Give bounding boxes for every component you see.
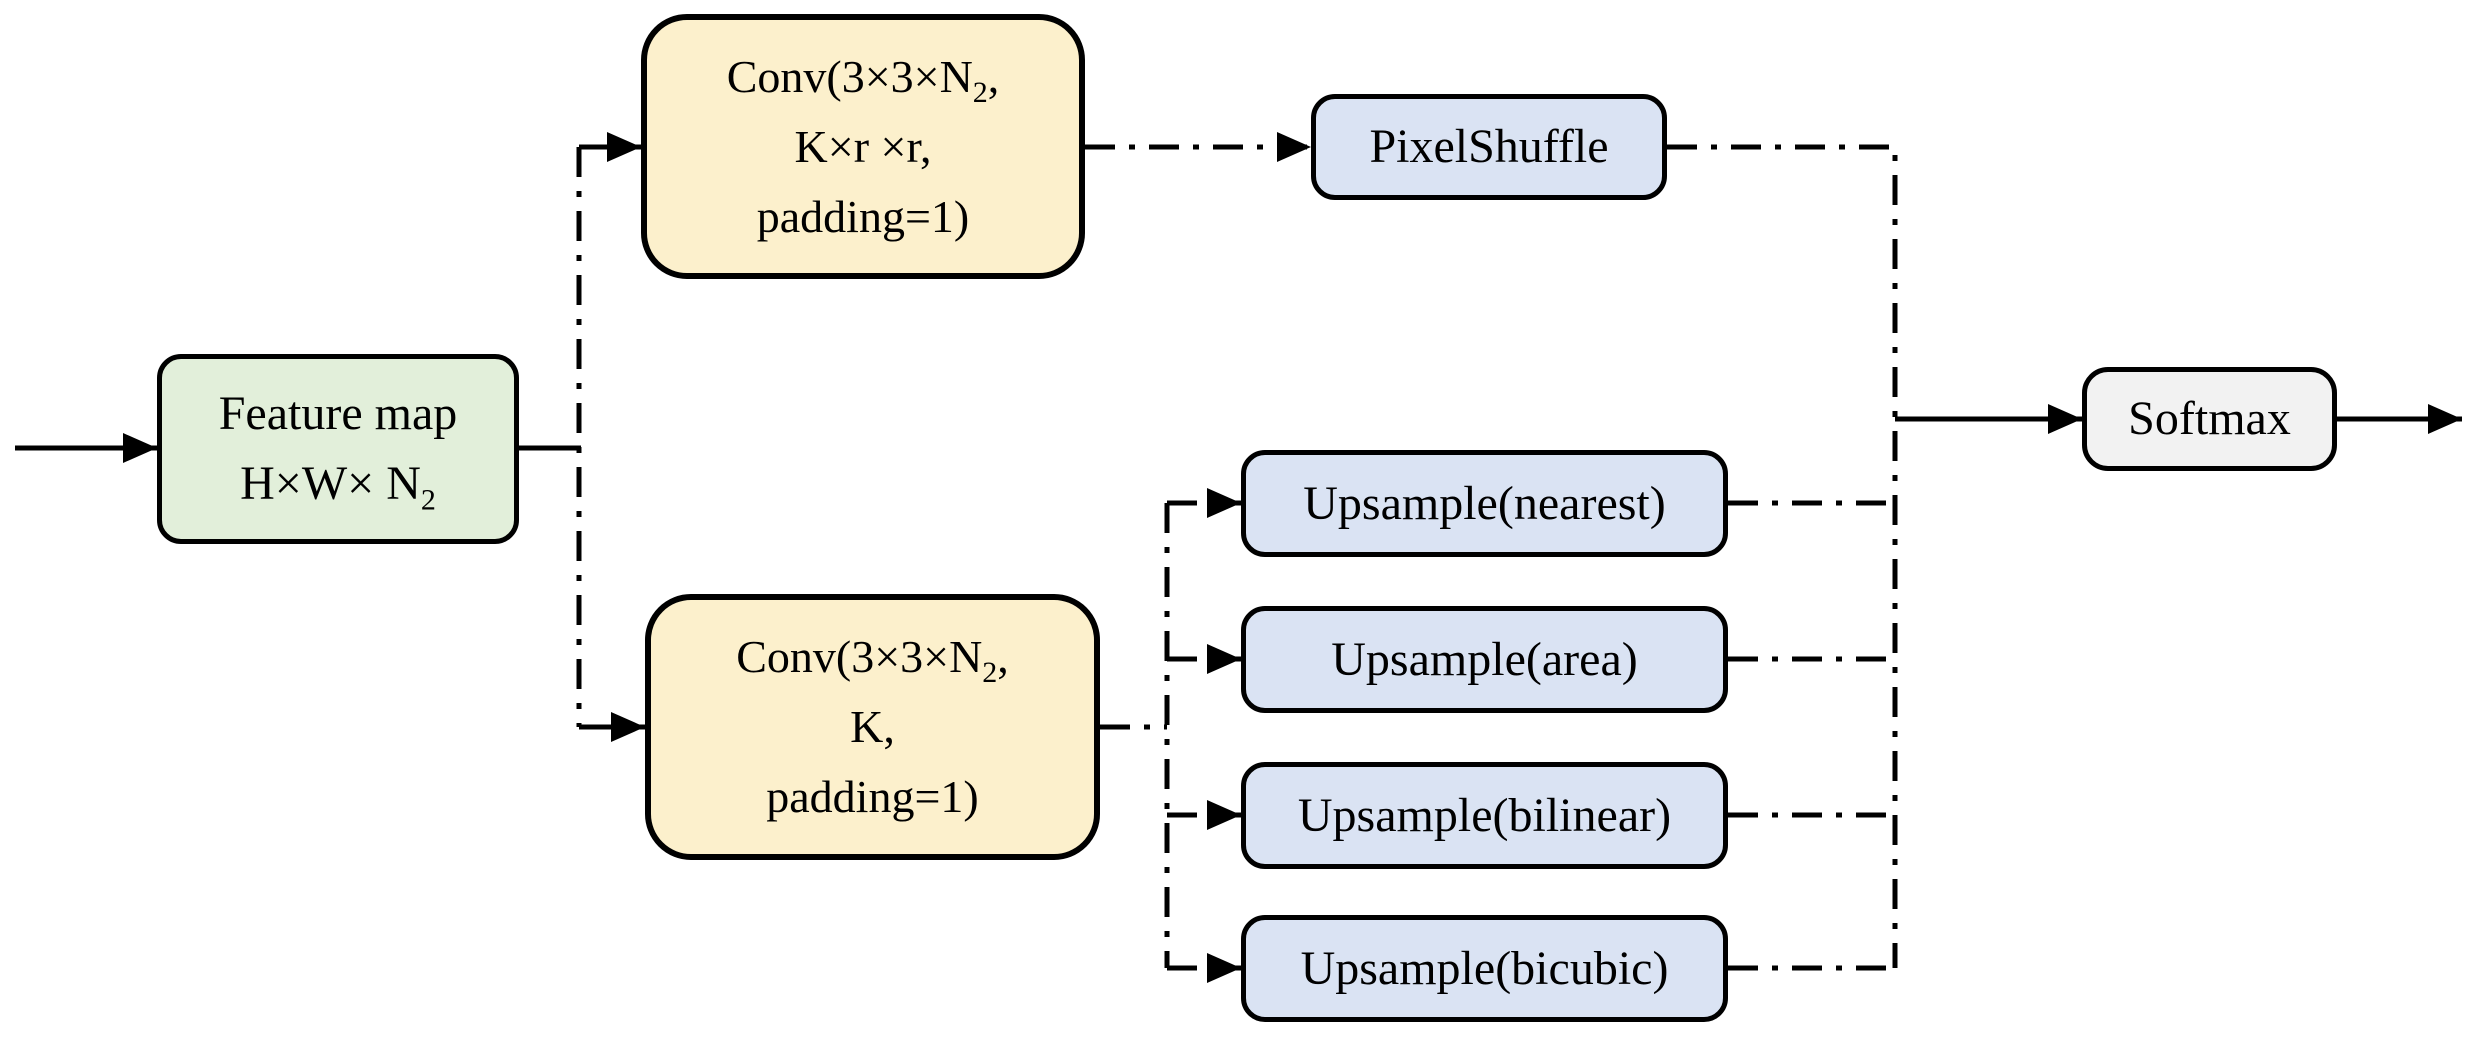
conv-bottom-label-line1: Conv(3×3×N2, [736,631,1009,690]
node-upsample-nearest: Upsample(nearest) [1241,450,1728,557]
feature-map-label-line2: H×W× N2 [240,457,436,517]
upsample-bilinear-label: Upsample(bilinear) [1297,788,1672,842]
pixelshuffle-label: PixelShuffle [1369,120,1609,173]
node-pixelshuffle: PixelShuffle [1311,94,1667,200]
conv-top-label-line3: padding=1) [756,190,970,242]
conv-top-label-line1: Conv(3×3×N2, [726,50,1000,109]
node-upsample-area: Upsample(area) [1241,606,1728,713]
conv-bottom-label-line3: padding=1) [766,771,979,822]
node-upsample-bicubic: Upsample(bicubic) [1241,915,1728,1022]
node-conv-upsample-branch: Conv(3×3×N2, K, padding=1) [645,594,1100,860]
node-feature-map: Feature map H×W× N2 [157,354,519,544]
upsample-nearest-label: Upsample(nearest) [1303,476,1666,530]
softmax-label: Softmax [2128,392,2291,445]
node-conv-pixelshuffle-branch: Conv(3×3×N2, K×r ×r, padding=1) [641,14,1085,279]
upsample-bicubic-label: Upsample(bicubic) [1300,941,1669,995]
conv-top-label-line2: K×r ×r, [794,120,932,172]
node-upsample-bilinear: Upsample(bilinear) [1241,762,1728,869]
node-softmax: Softmax [2082,367,2337,471]
conv-bottom-label-line2: K, [850,701,895,752]
connector-pixelshuffle-to-collector [1667,144,1898,968]
upsample-area-label: Upsample(area) [1331,632,1638,686]
feature-map-label-line1: Feature map [218,387,458,440]
